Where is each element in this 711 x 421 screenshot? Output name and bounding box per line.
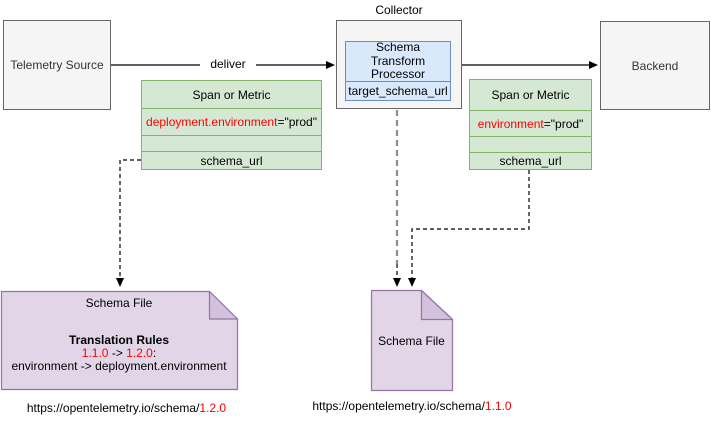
url-base: https://opentelemetry.io/schema/ xyxy=(26,401,200,415)
url-version: 1.1.0 xyxy=(484,399,512,413)
span-right-schema-url-row: schema_url xyxy=(470,152,591,169)
url-base: https://opentelemetry.io/schema/ xyxy=(312,399,485,413)
schema-url-left-text: https://opentelemetry.io/schema/1.2.0 xyxy=(10,401,243,415)
span-left-attribute-row: deployment.environment="prod" xyxy=(142,108,321,135)
target-schema-url-field: target_schema_url xyxy=(346,81,450,100)
version-colon: : xyxy=(152,346,157,360)
span-right-empty-row xyxy=(470,136,591,152)
attribute-value: ="prod" xyxy=(543,116,584,131)
span-left-empty-row xyxy=(142,135,321,151)
span-or-metric-right-table: Span or Metric environment="prod" schema… xyxy=(469,79,592,170)
attribute-value: ="prod" xyxy=(277,115,317,129)
attribute-name: deployment.environment xyxy=(146,115,278,129)
telemetry-source-label: Telemetry Source xyxy=(10,58,104,72)
translation-rules: Translation Rules 1.1.0 -> 1.2.0: enviro… xyxy=(1,334,237,373)
schema-file-middle-note: Schema File xyxy=(371,290,452,390)
version-to: 1.2.0 xyxy=(126,346,153,360)
attribute-name: environment xyxy=(477,116,544,131)
span-right-header: Span or Metric xyxy=(491,88,570,102)
schema-file-left-note: Schema File Translation Rules 1.1.0 -> 1… xyxy=(1,291,237,390)
connector-left-schema-url xyxy=(116,159,141,287)
processor-title: Schema Transform Processor xyxy=(370,39,426,82)
span-or-metric-left-table: Span or Metric deployment.environment="p… xyxy=(141,80,322,170)
version-arrow: -> xyxy=(108,346,127,360)
schema-file-middle-fold-corner xyxy=(420,289,454,321)
version-from: 1.1.0 xyxy=(81,346,109,360)
schema-transform-processor-node: Schema Transform Processor target_schema… xyxy=(345,39,451,101)
connector-right-schema-url xyxy=(408,170,530,287)
url-version: 1.2.0 xyxy=(199,401,227,415)
schema-file-title: Schema File xyxy=(378,334,445,348)
translation-rule-body: environment -> deployment.environment xyxy=(11,359,227,373)
backend-label: Backend xyxy=(631,58,679,73)
span-left-header: Span or Metric xyxy=(192,87,271,102)
schema-file-left-fold-corner xyxy=(208,290,239,320)
schema-file-title: Schema File xyxy=(85,296,153,310)
schema-file-left-shape xyxy=(0,290,239,391)
span-right-attribute-row: environment="prod" xyxy=(470,110,591,136)
deliver-edge-label: deliver xyxy=(200,58,256,71)
translation-rules-heading: Translation Rules xyxy=(68,333,170,347)
translation-rules-versions: 1.1.0 -> 1.2.0: xyxy=(1,347,237,360)
schema-url-right-text: https://opentelemetry.io/schema/1.1.0 xyxy=(312,399,512,413)
telemetry-source-node: Telemetry Source xyxy=(3,20,111,110)
backend-node: Backend xyxy=(600,21,710,110)
collector-label: Collector xyxy=(375,3,423,17)
span-left-schema-url-row: schema_url xyxy=(142,151,321,169)
